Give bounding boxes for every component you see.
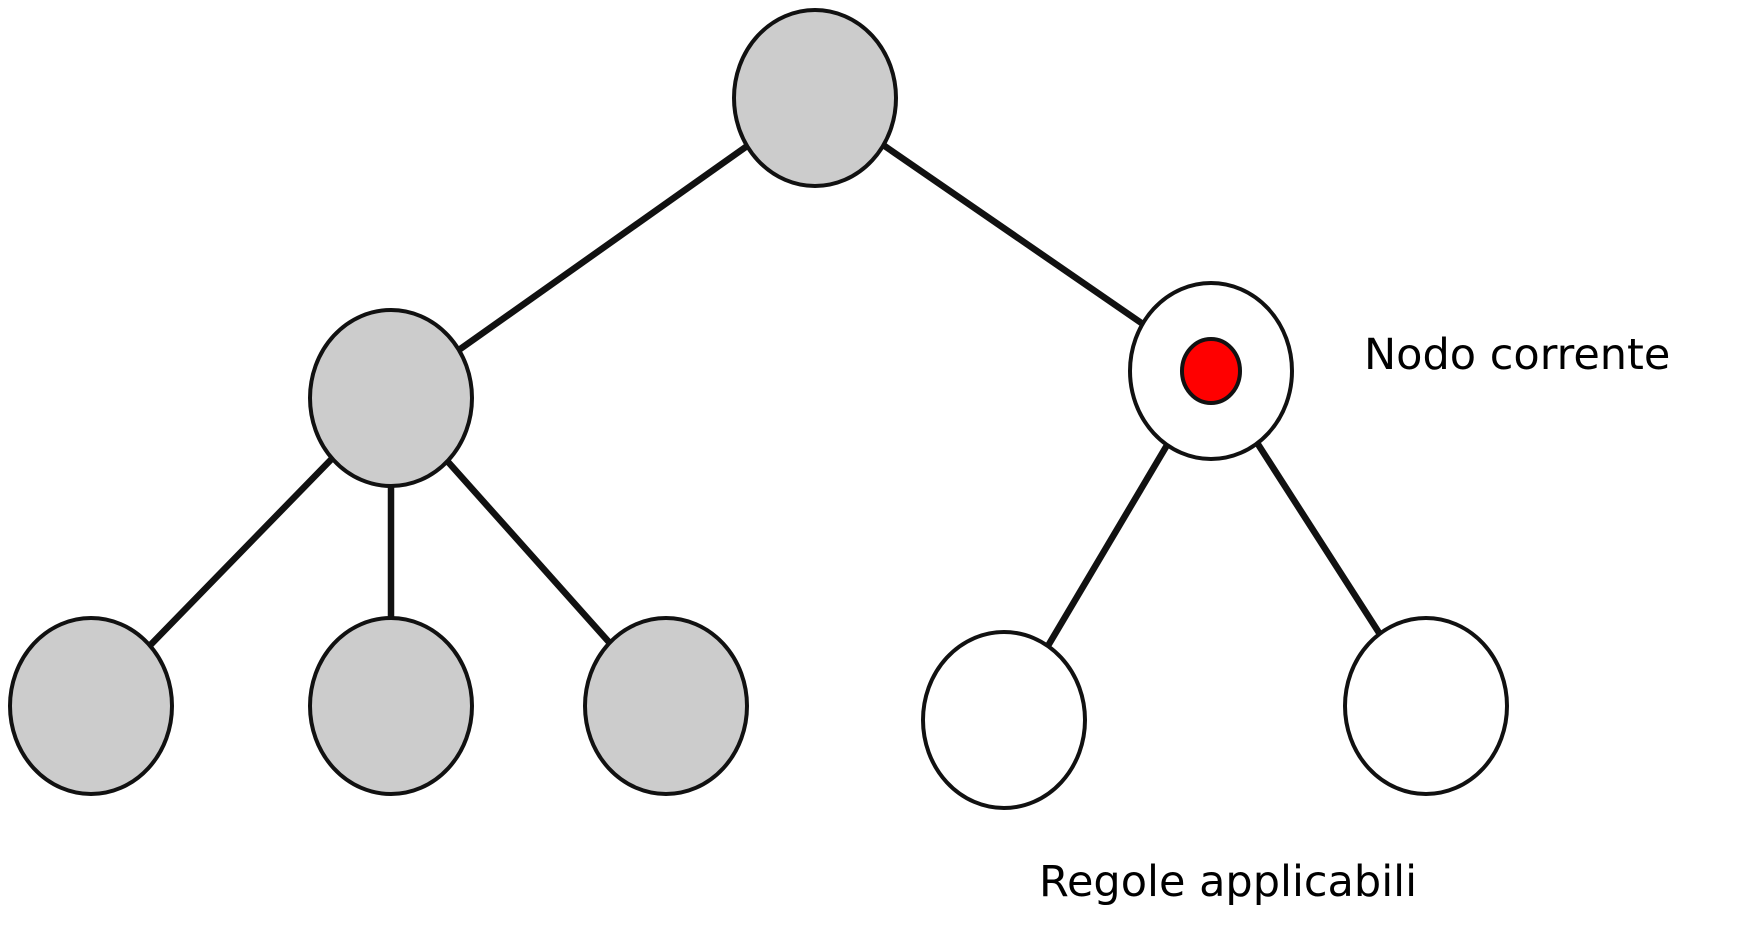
tree-nodes — [8, 8, 1509, 810]
node-leaf-1 — [8, 616, 174, 796]
node-rule-node-2 — [1343, 616, 1509, 796]
current-node-marker — [1180, 337, 1242, 405]
current-node-label: Nodo corrente — [1364, 330, 1670, 380]
node-left-child — [308, 308, 474, 488]
node-rule-node-1 — [921, 630, 1087, 810]
edge-root-to-left-child — [389, 95, 817, 401]
node-leaf-2 — [308, 616, 474, 796]
node-leaf-3 — [583, 616, 749, 796]
node-root — [732, 8, 898, 188]
applicable-rules-label: Regole applicabili — [1039, 857, 1417, 907]
